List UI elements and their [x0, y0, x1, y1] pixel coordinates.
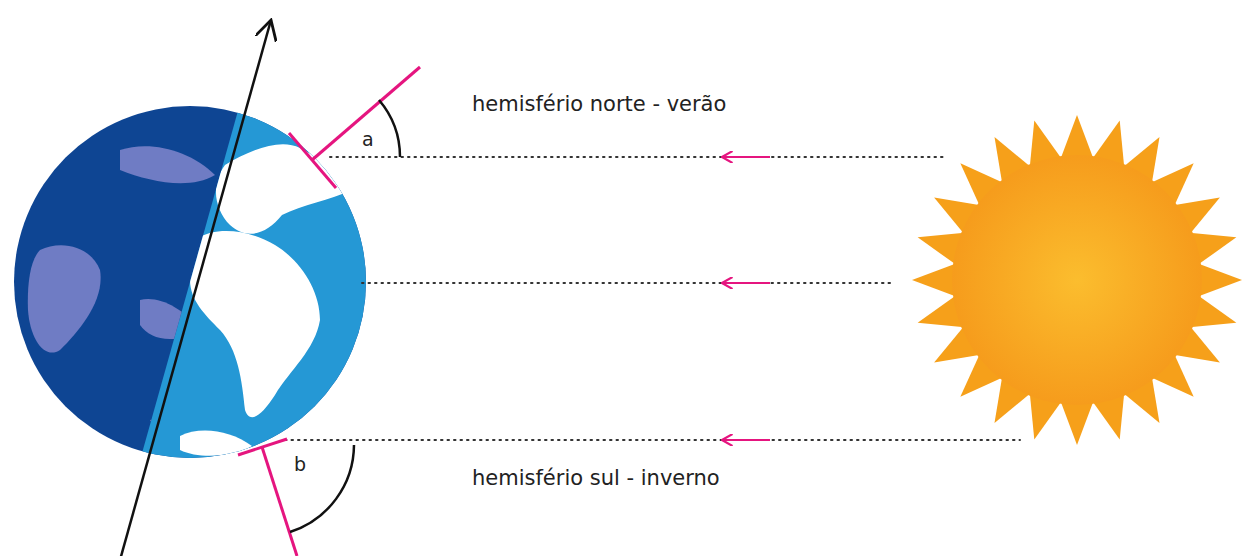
continents-night [28, 146, 215, 443]
hemisphere-caption: hemisfério norte - verão [472, 94, 726, 115]
ray-arrows [722, 157, 770, 440]
sun-rays [285, 157, 1020, 440]
angle-letter: b [294, 455, 306, 474]
angle-b-construction [238, 439, 354, 556]
earth-axis [120, 20, 271, 556]
hemisphere-caption: hemisfério sul - inverno [472, 468, 720, 489]
earth-day-side [0, 0, 420, 556]
earth [0, 0, 420, 556]
angle-letter: a [362, 130, 374, 149]
angle-a-construction [289, 67, 420, 188]
sun [912, 115, 1242, 445]
